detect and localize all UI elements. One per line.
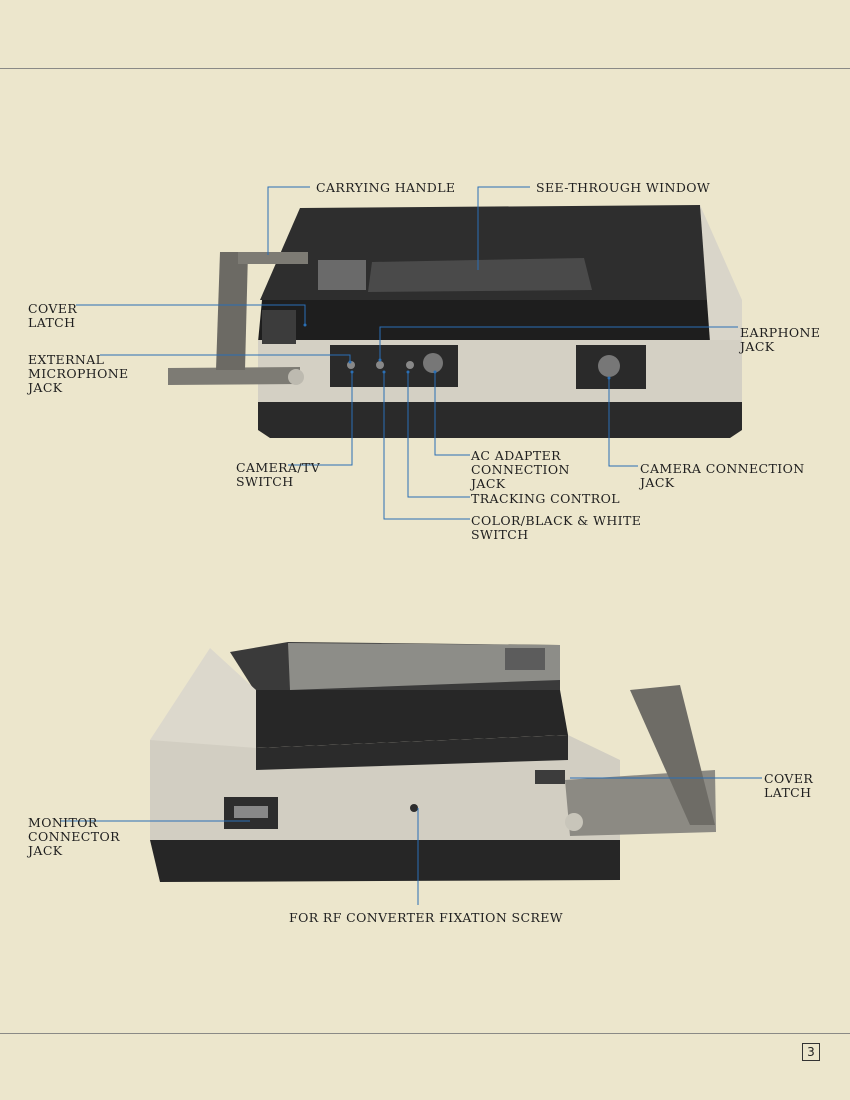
label-tracking-control: TRACKING CONTROL — [471, 491, 620, 506]
page-number: 3 — [802, 1043, 820, 1061]
leader-ac-adapter — [434, 372, 470, 456]
leader-camera-tv-switch — [288, 372, 353, 466]
leader-external-microphone — [100, 354, 351, 362]
label-color-bw-switch: COLOR/BLACK & WHITE SWITCH — [471, 513, 642, 542]
label-external-microphone-jack: EXTERNAL MICROPHONE JACK — [28, 352, 129, 395]
top-device-photo — [168, 205, 742, 438]
bottom-rule — [0, 1033, 850, 1034]
label-camera-connection-jack: CAMERA CONNECTION JACK — [640, 461, 805, 490]
label-see-through-window: SEE-THROUGH WINDOW — [536, 180, 711, 195]
leader-color-bw — [383, 372, 470, 520]
label-ac-adapter-jack: AC ADAPTER CONNECTION JACK — [471, 448, 570, 491]
label-monitor-connector-jack: MONITOR CONNECTOR JACK — [28, 815, 120, 858]
leader-cover-latch — [76, 304, 306, 325]
leader-earphone-jack — [379, 326, 738, 360]
label-camera-tv-switch: CAMERA/TV SWITCH — [236, 460, 321, 489]
bottom-device-photo — [150, 642, 716, 882]
label-cover-latch: COVER LATCH — [28, 301, 78, 330]
leader-tracking-control — [407, 372, 470, 498]
label-earphone-jack: EARPHONE JACK — [740, 325, 821, 354]
label-cover-latch-bottom: COVER LATCH — [764, 771, 814, 800]
leader-see-through-window — [477, 186, 530, 270]
label-rf-converter-screw: FOR RF CONVERTER FIXATION SCREW — [289, 910, 564, 925]
leader-lines — [60, 186, 762, 905]
leader-camera-connection — [608, 378, 638, 467]
label-carrying-handle: CARRYING HANDLE — [316, 180, 456, 195]
top-rule — [0, 68, 850, 69]
leader-carrying-handle — [267, 186, 310, 255]
